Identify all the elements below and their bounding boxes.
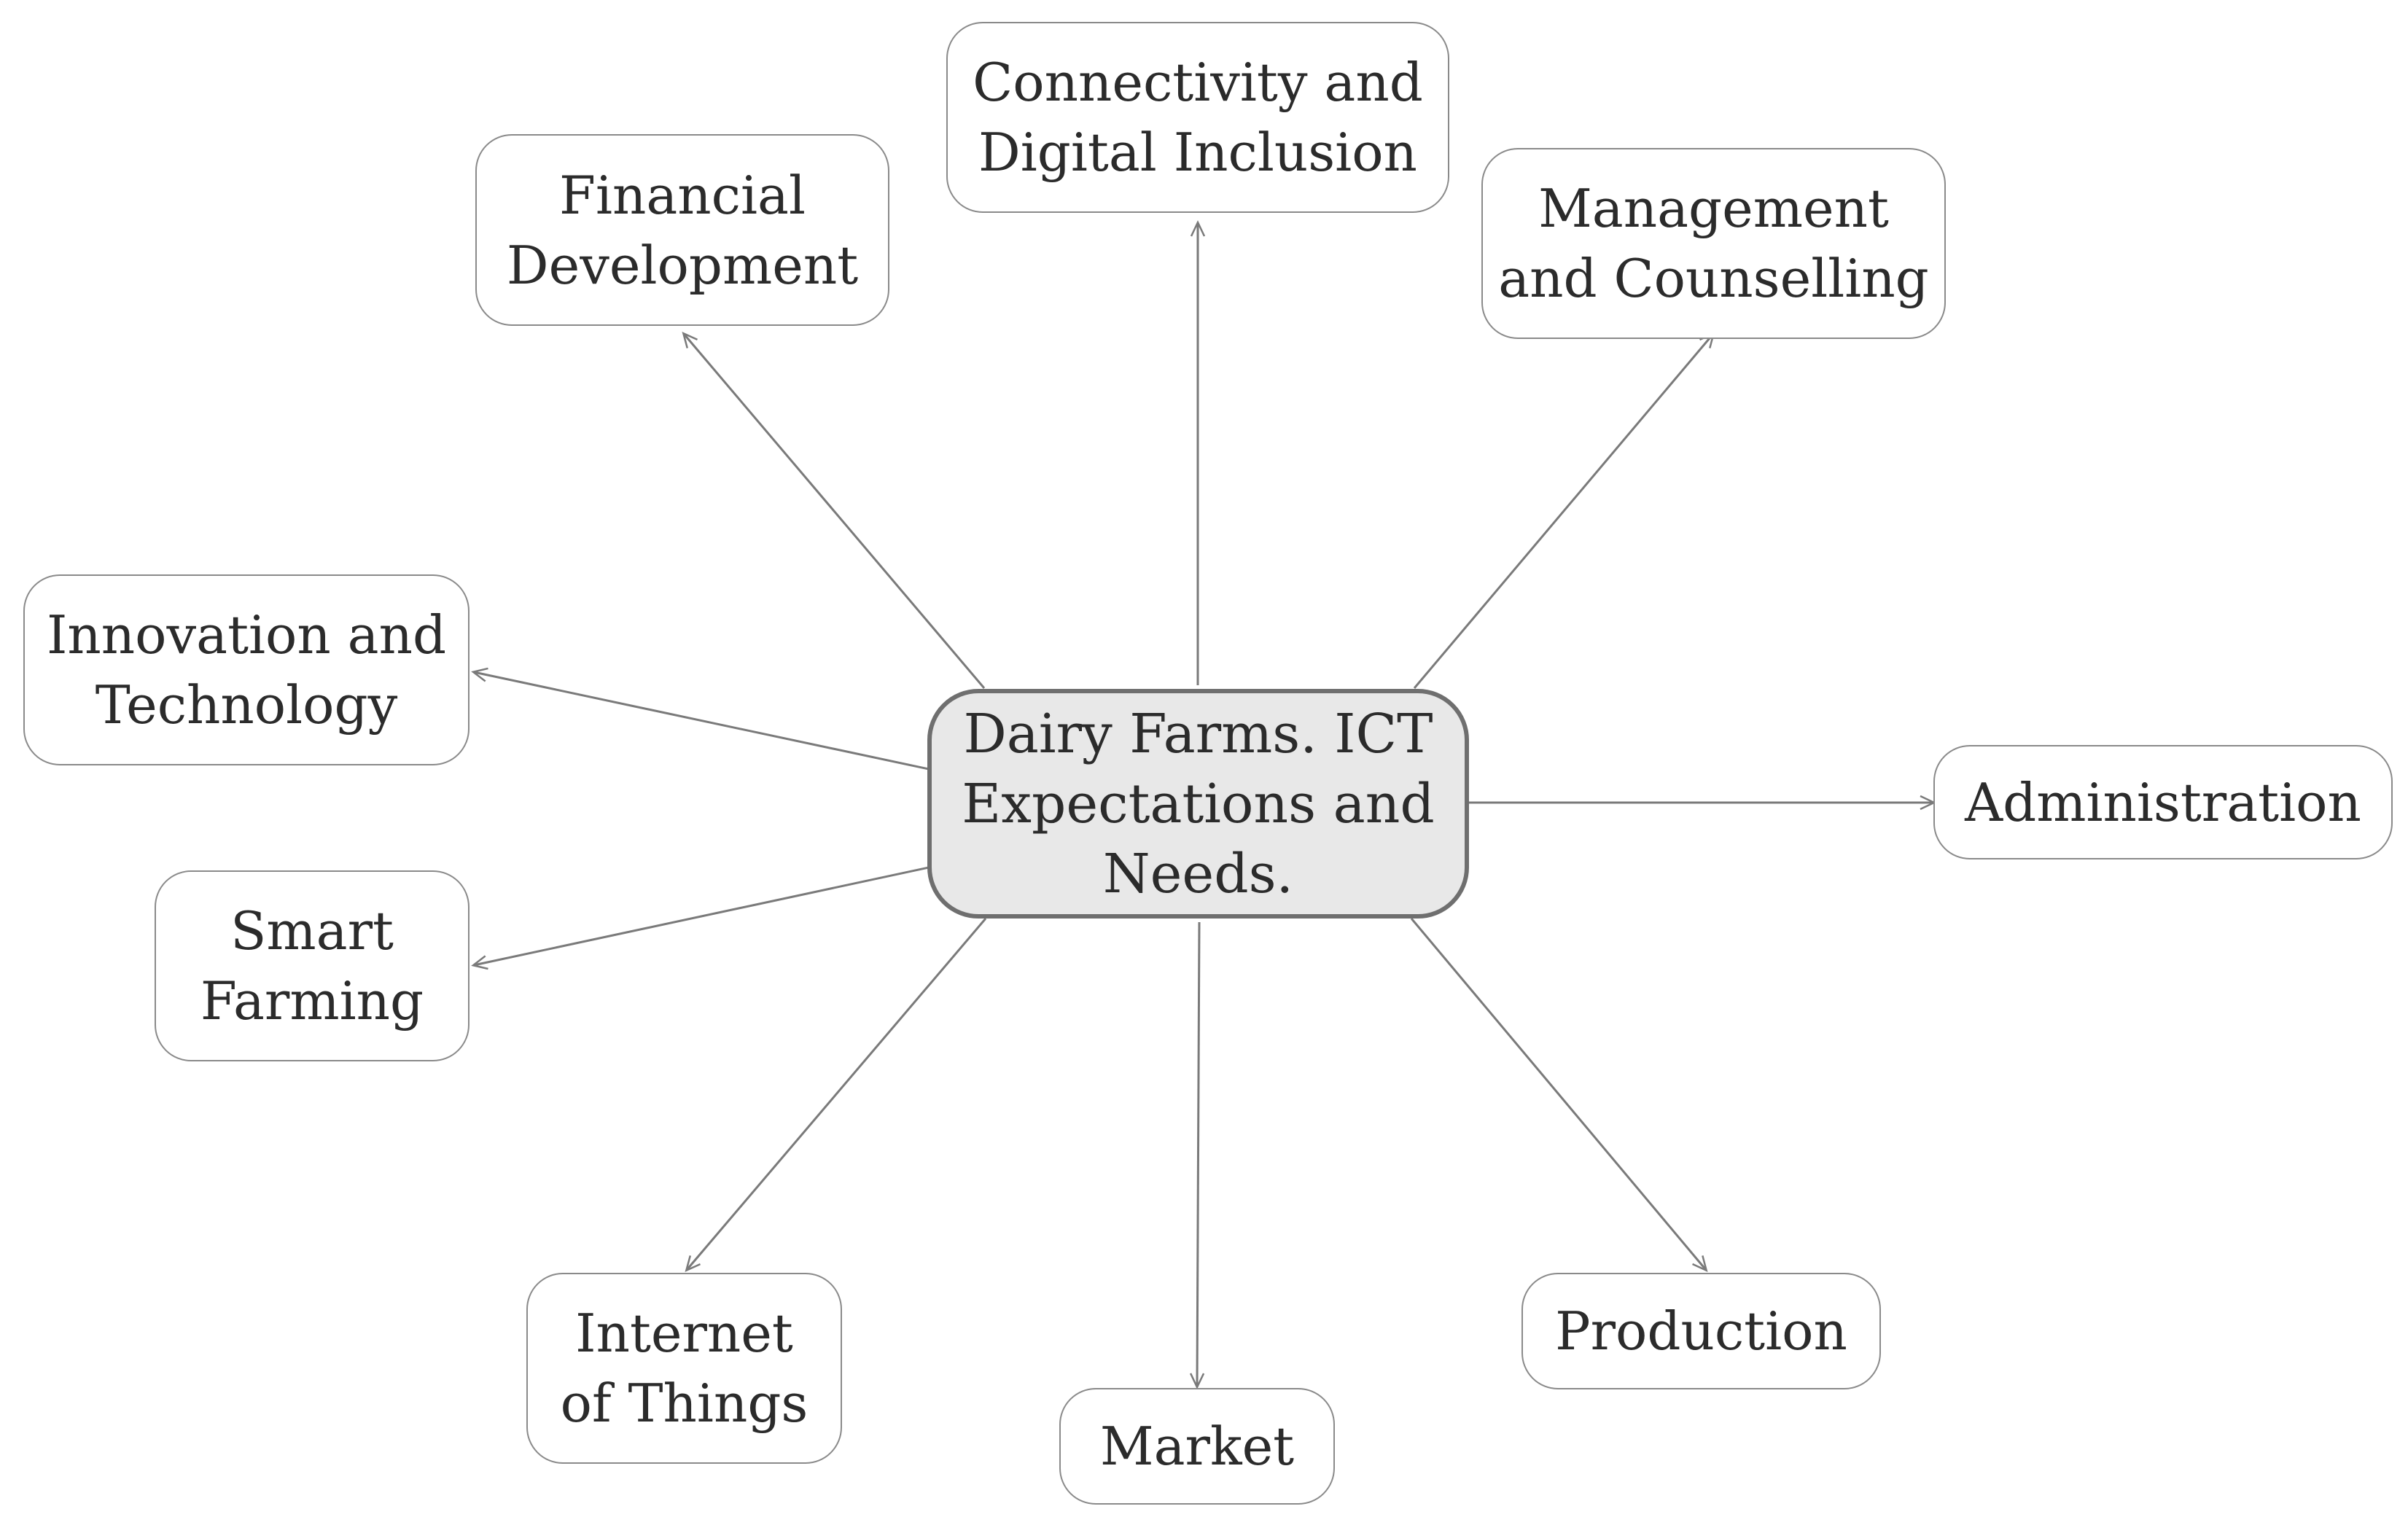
node-administration: Administration: [1933, 745, 2393, 859]
node-financial-line-2: Development: [506, 234, 859, 296]
node-iot: Internet of Things: [526, 1273, 842, 1464]
node-iot-line-2: of Things: [560, 1373, 808, 1434]
node-administration-line-1: Administration: [1965, 771, 2361, 833]
center-line-3: Needs.: [1102, 842, 1294, 905]
center-node: Dairy Farms. ICT Expectations and Needs.: [927, 689, 1469, 919]
center-line-1: Dairy Farms. ICT: [963, 702, 1433, 765]
node-connectivity-line-1: Connectivity and: [973, 52, 1423, 113]
node-innovation-line-2: Technology: [95, 674, 398, 736]
node-management-line-1: Management: [1538, 178, 1889, 239]
node-connectivity: Connectivity and Digital Inclusion: [946, 22, 1449, 213]
edge-to-management: [1413, 332, 1715, 689]
edge-to-innovation: [471, 667, 930, 771]
node-production: Production: [1521, 1273, 1881, 1389]
center-line-2: Expectations and: [962, 772, 1435, 835]
node-connectivity-line-2: Digital Inclusion: [978, 122, 1417, 183]
node-iot-line-1: Internet: [575, 1303, 793, 1364]
edge-to-iot: [685, 918, 987, 1272]
node-management-line-2: and Counselling: [1498, 248, 1929, 309]
node-innovation: Innovation and Technology: [23, 574, 469, 765]
edge-to-production: [1410, 918, 1708, 1273]
node-financial: Financial Development: [475, 134, 889, 326]
node-financial-line-1: Financial: [559, 164, 806, 226]
edge-to-market: [1189, 921, 1205, 1389]
edge-to-financial: [682, 332, 986, 689]
node-production-line-1: Production: [1555, 1300, 1847, 1362]
node-market: Market: [1059, 1388, 1335, 1505]
node-smart-farming: Smart Farming: [155, 870, 469, 1061]
node-innovation-line-1: Innovation and: [46, 604, 447, 666]
node-management: Management and Counselling: [1481, 148, 1946, 339]
node-market-line-1: Market: [1099, 1416, 1295, 1477]
node-smart-farming-line-2: Farming: [200, 970, 424, 1032]
node-smart-farming-line-1: Smart: [230, 900, 394, 962]
edge-to-smart-farming: [471, 866, 930, 970]
